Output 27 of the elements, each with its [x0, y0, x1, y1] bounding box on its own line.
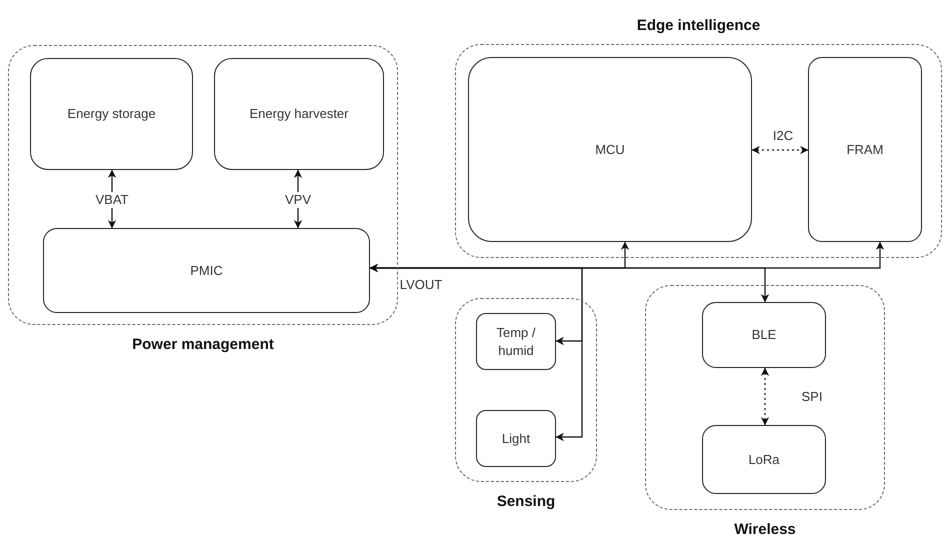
component-box [808, 57, 922, 242]
edge-label: VPV [283, 192, 313, 208]
component-box [468, 57, 752, 242]
connector-arrow [752, 146, 808, 154]
component-label: Energy harvester [250, 105, 348, 123]
component-label: LoRa [748, 450, 780, 468]
group-title: Edge intelligence [636, 16, 762, 36]
component-box [702, 302, 826, 368]
component-label: FRAM [846, 140, 884, 158]
component-box [476, 410, 556, 467]
component-box [30, 58, 193, 170]
group-title: Wireless [733, 520, 797, 540]
component-box [702, 425, 826, 494]
component-box [214, 58, 384, 170]
connector-arrow [760, 368, 770, 426]
connector-arrow [370, 264, 583, 442]
component-label: Light [502, 430, 530, 448]
component-label: MCU [595, 140, 625, 158]
component-box [476, 313, 556, 370]
component-box [43, 228, 370, 313]
component-label: Temp / humid [495, 324, 536, 360]
component-label: BLE [752, 326, 776, 344]
component-label: Energy storage [67, 105, 156, 123]
edge-label: VBAT [94, 192, 130, 208]
group-title: Sensing [496, 492, 556, 512]
group-title: Power management [131, 335, 275, 355]
component-label: PMIC [190, 262, 223, 280]
